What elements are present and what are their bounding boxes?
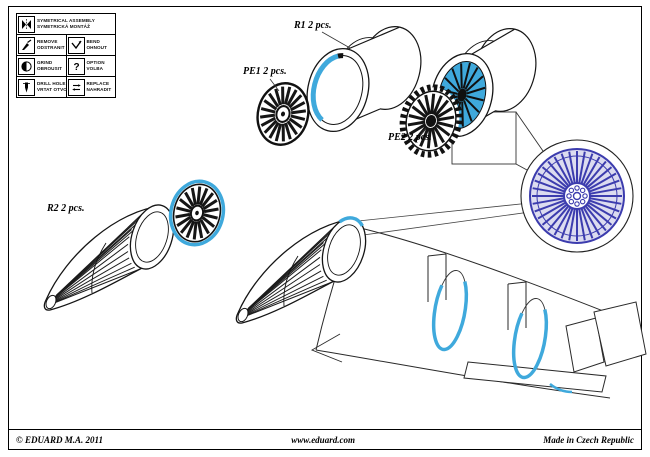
r1-assembly-drawing [430, 28, 537, 138]
detail-fan-hub [563, 182, 591, 210]
legend-label-cz: VOLBA [86, 66, 104, 71]
legend-label-cz: OHNOUT [86, 45, 108, 50]
option-icon: ? [67, 57, 85, 75]
bend-icon [67, 36, 85, 54]
pe1-fan-spokes [259, 86, 307, 142]
part-label-r2: R2 2 pcs. [47, 203, 85, 214]
legend-label-en: OPTION [86, 60, 105, 66]
svg-text:?: ? [73, 62, 79, 73]
part-label-pe1: PE1 2 pcs. [243, 66, 287, 77]
legend-label-en: REMOVE [37, 39, 58, 45]
legend-label-cz: ODSTRANIT [37, 45, 65, 50]
legend-label-en: REPLACE [86, 81, 110, 87]
pe2-fan-spokes [407, 93, 455, 149]
legend-label-en: SYMETRICAL ASSEMBLY [37, 18, 95, 24]
remove-icon [18, 36, 35, 54]
center-nacelle-ribs [246, 220, 352, 316]
label-leader-lines [269, 31, 427, 138]
copyright-text: © EDUARD M.A. 2011 [16, 434, 103, 445]
footer-bar: © EDUARD M.A. 2011 www.eduard.com Made i… [9, 429, 641, 449]
pe2-fan-hub [425, 115, 437, 127]
legend-label-en: DRILL HOLE [37, 81, 66, 87]
exhaust-fan-spokes [175, 186, 219, 240]
pe2-fan-drawing [399, 84, 463, 158]
pe1-fan-hub [275, 105, 291, 123]
replace-icon [67, 78, 85, 96]
center-nacelle-drawing [235, 216, 367, 324]
legend-label-cz: NAHRADIT [86, 87, 112, 92]
part-label-pe2: PE2 2 pcs. [388, 132, 432, 143]
legend-label-cz: OBROUSIT [37, 66, 63, 71]
page-border [8, 6, 642, 450]
r1-cowl-drawing [306, 26, 422, 133]
exhaust-fan-hub [189, 204, 205, 222]
legend-label-cz: SYMETRICKÁ MONTÁŽ [37, 24, 90, 29]
drill-hole-icon [18, 78, 35, 96]
r2-exhaust-drawing [43, 204, 175, 311]
grind-icon [18, 57, 35, 75]
legend-label-en: GRIND [37, 60, 53, 66]
part-label-r1: R1 2 pcs. [294, 20, 332, 31]
detail-fan-spokes [532, 151, 622, 241]
detail-circle-drawing [520, 139, 634, 253]
exhaust-fan-disc-drawing [168, 179, 226, 247]
website-text: www.eduard.com [291, 434, 355, 445]
aircraft-fuselage-drawing [310, 202, 647, 399]
pe1-fan-drawing [256, 82, 310, 146]
legend-label-en: BEND [86, 39, 100, 45]
symmetrical-assembly-icon [18, 15, 35, 33]
made-in-text: Made in Czech Republic [543, 434, 634, 445]
